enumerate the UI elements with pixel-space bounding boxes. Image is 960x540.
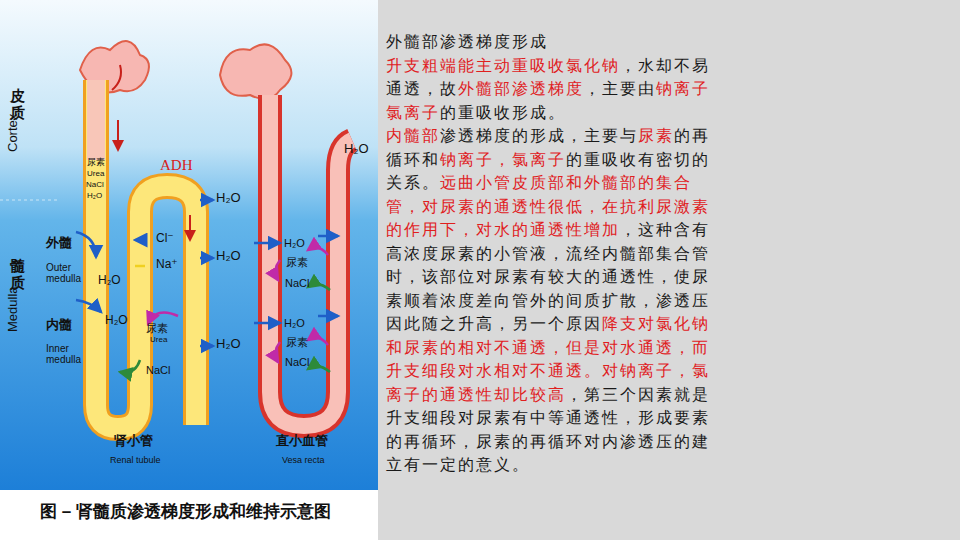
figure-caption: 图 – 肾髓质渗透梯度形成和维持示意图 <box>40 500 331 523</box>
zone-label: 髓质 <box>10 258 25 291</box>
text-run: 钠离子，氯离子 <box>440 151 566 168</box>
diagram-label: 内髓 <box>46 318 72 332</box>
text-run: 升支粗端能主动重吸收氯化钠 <box>386 57 620 74</box>
diagram-label: H₂O <box>105 314 128 327</box>
text-run: 内髓部 <box>386 127 440 144</box>
diagram-label: 尿素 <box>146 322 168 334</box>
water-arrows <box>76 200 338 346</box>
text-run: 尿素 <box>638 127 674 144</box>
text-panel <box>378 0 960 540</box>
diagram-label: 肾小管 <box>114 434 153 448</box>
diagram-label: ADH <box>160 157 193 174</box>
diagram-label: H₂O <box>284 317 305 329</box>
diagram-label: 尿素 <box>286 256 308 268</box>
flow-arrow <box>189 215 191 240</box>
diagram-label: Cortex <box>6 114 20 152</box>
diagram-label: Inner medulla <box>46 343 92 365</box>
vessel-tuft <box>220 44 291 99</box>
diagram-label: Na⁺ <box>156 258 178 271</box>
diagram-label: H₂O <box>98 274 121 287</box>
diagram-label: Vesa recta <box>282 456 325 466</box>
panel-heading: 外髓部渗透梯度形成 <box>386 30 722 54</box>
diagram-label: H₂O <box>216 249 241 263</box>
diagram-label: NaCl <box>86 181 104 190</box>
diagram-label: H₂O <box>344 142 369 156</box>
diagram-label: Medulla <box>6 286 20 332</box>
diagram-label: 外髓 <box>46 236 72 250</box>
diagram-label: 尿素 <box>286 336 308 348</box>
diagram-label: Renal tubule <box>110 456 161 466</box>
text-run: 渗透梯度的形成，主要与 <box>440 127 638 144</box>
diagram-label: NaCl <box>285 356 309 368</box>
renal-tubule <box>96 80 196 428</box>
text-panel: 外髓部渗透梯度形成升支粗端能主动重吸收氯化钠，水却不易通透，故外髓部渗透梯度，主… <box>386 30 722 477</box>
diagram-label: NaCl <box>285 277 309 289</box>
flow-arrow <box>112 65 121 150</box>
background <box>0 0 378 490</box>
diagram-label: Urea <box>150 336 167 345</box>
diagram-label: Cl⁻ <box>156 232 174 245</box>
paragraph: 升支粗端能主动重吸收氯化钠，水却不易通透，故外髓部渗透梯度，主要由钠离子氯离子的… <box>386 54 722 125</box>
vasa-recta <box>270 95 352 426</box>
paragraph: 内髓部渗透梯度的形成，主要与尿素的再循环和钠离子，氯离子的重吸收有密切的关系。远… <box>386 124 722 477</box>
zone-line <box>0 200 60 201</box>
diagram-label: H₂O <box>216 337 241 351</box>
diagram-label: 直小血管 <box>276 434 328 448</box>
vasa-recta-wall <box>270 95 352 426</box>
renal-tubule-wall <box>96 80 196 428</box>
text-run: 的重吸收形成。 <box>440 104 566 121</box>
diagram-label: Urea <box>87 170 104 179</box>
diagram-label: 尿素 <box>87 158 105 168</box>
proximal-segment <box>87 80 105 160</box>
diagram-label: NaCl <box>146 364 170 376</box>
diagram-label: H₂O <box>284 237 305 249</box>
ion-arrows <box>120 240 330 373</box>
diagram-label: H₂O <box>216 191 241 205</box>
text-run: 外髓部渗透梯度 <box>458 80 584 97</box>
diagram-label: Outer medulla <box>46 262 92 284</box>
diagram-label: H₂O <box>87 192 102 201</box>
text-run: ，主要由 <box>584 80 656 97</box>
